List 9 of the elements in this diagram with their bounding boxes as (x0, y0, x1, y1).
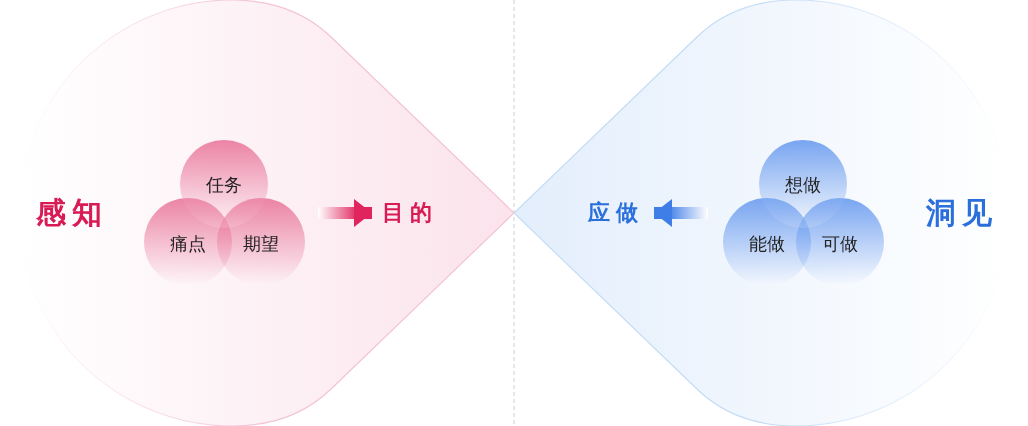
heading-text: 感知 (36, 194, 108, 232)
arrow (654, 199, 708, 227)
heading-text: 洞见 (926, 194, 998, 232)
venn-circle: 任务 (180, 140, 268, 228)
result-text: 应做 (578, 197, 654, 229)
arrow (318, 199, 372, 227)
result-text: 目的 (372, 197, 448, 229)
venn-circle: 可做 (796, 198, 884, 286)
venn-circle: 想做 (759, 140, 847, 228)
